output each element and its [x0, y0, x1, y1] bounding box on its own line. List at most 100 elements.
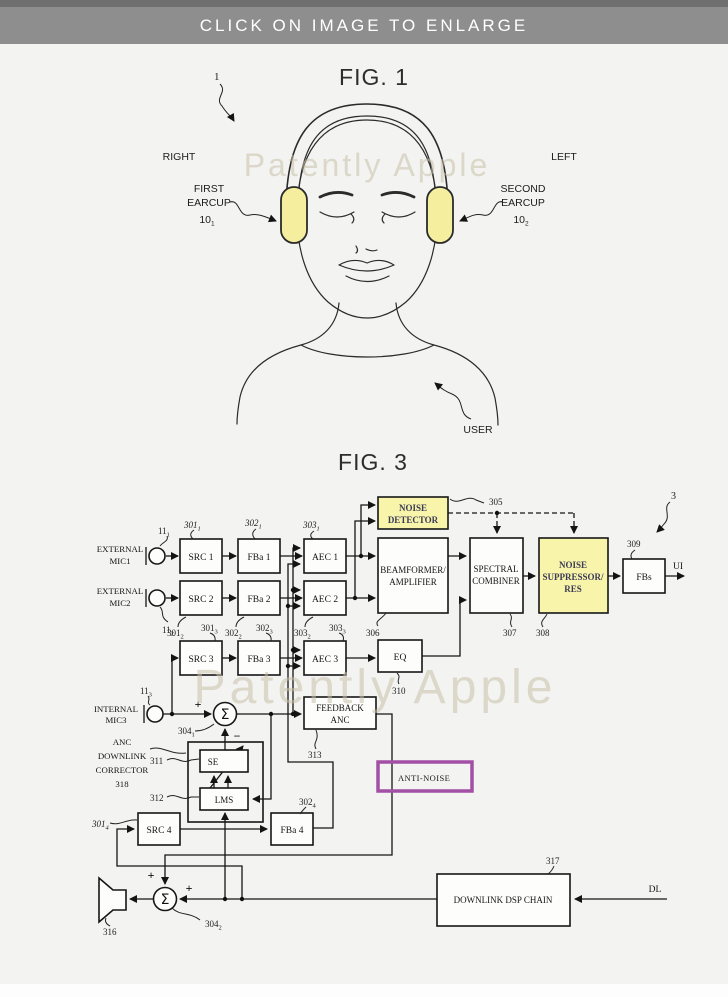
ref-11-1: 111 — [158, 526, 170, 539]
ref-301-4: 3014 — [91, 819, 110, 832]
svg-text:FBa 4: FBa 4 — [281, 826, 304, 836]
block-lms: LMS — [199, 787, 249, 811]
right-shoulder — [395, 302, 499, 426]
ref-313: 313 — [308, 750, 322, 760]
svg-text:CORRECTOR: CORRECTOR — [96, 765, 149, 775]
fig1-title: FIG. 1 — [339, 64, 409, 90]
ref-303-3: 3033 — [329, 623, 346, 636]
ref-307: 307 — [503, 628, 517, 638]
ref-305: 305 — [489, 497, 503, 507]
block-se: SE — [199, 749, 249, 773]
svg-text:AEC 1: AEC 1 — [312, 553, 338, 563]
svg-text:DOWNLINK DSP CHAIN: DOWNLINK DSP CHAIN — [454, 895, 553, 905]
left-eyebrow — [318, 191, 354, 199]
svg-text:INTERNAL: INTERNAL — [94, 704, 138, 714]
fig3-watermark: Patently Apple — [194, 661, 557, 714]
ref-302-1: 3021 — [244, 518, 262, 531]
first-earcup-shape — [280, 186, 308, 244]
block-beamformer: BEAMFORMER/ AMPLIFIER — [377, 537, 449, 614]
svg-text:Σ: Σ — [161, 892, 170, 908]
block-src4: SRC 4 — [137, 812, 181, 846]
label-dl: DL — [649, 885, 662, 895]
svg-text:EXTERNAL: EXTERNAL — [97, 544, 143, 554]
speaker-icon — [98, 876, 127, 924]
second-earcup-label: SECOND EARCUP 102 — [459, 183, 546, 228]
user-leader — [434, 382, 472, 420]
svg-text:ANTI-NOISE: ANTI-NOISE — [398, 773, 450, 783]
svg-text:DOWNLINK: DOWNLINK — [98, 751, 147, 761]
label-external-mic2: EXTERNAL MIC2 — [97, 586, 143, 608]
svg-text:SE: SE — [208, 757, 219, 767]
second-earcup-shape — [426, 186, 454, 244]
svg-text:EQ: EQ — [394, 653, 407, 663]
mic3-icon — [143, 705, 164, 723]
fig1-ref-1-arrow — [218, 83, 235, 122]
ref-10-2: 102 — [513, 214, 529, 228]
ref-304-1: 3041 — [178, 726, 195, 739]
block-aec2: AEC 2 — [303, 580, 347, 616]
ref-302-4: 3024 — [299, 797, 317, 810]
svg-text:MIC2: MIC2 — [109, 598, 130, 608]
ref-309: 309 — [627, 539, 641, 549]
lips — [338, 259, 395, 283]
ref-310: 310 — [392, 686, 406, 696]
label-right: RIGHT — [163, 151, 196, 163]
block-src1: SRC 1 — [179, 538, 223, 574]
sum-node-304-2: Σ + + — [148, 868, 193, 912]
svg-text:RES: RES — [564, 584, 582, 594]
fig3-group: FIG. 3 — [91, 449, 685, 937]
block-fba4: FBa 4 — [270, 812, 314, 846]
block-noise-detector: NOISE DETECTOR — [377, 496, 449, 530]
user-head-drawing — [236, 103, 499, 426]
svg-text:FBs: FBs — [636, 573, 652, 583]
label-corrector: ANC DOWNLINK CORRECTOR 318 — [96, 737, 187, 789]
left-shoulder — [236, 302, 340, 425]
ref-301-3: 3013 — [201, 623, 218, 636]
block-fba2: FBa 2 — [237, 580, 281, 616]
ref-11-2: 112 — [162, 625, 174, 638]
block-spectral-combiner: SPECTRAL COMBINER — [469, 537, 524, 614]
left-eye-flick — [350, 213, 355, 224]
svg-text:FBa 3: FBa 3 — [248, 655, 271, 665]
label-left: LEFT — [551, 151, 577, 163]
ref-303-2: 3032 — [294, 628, 311, 641]
ref-306: 306 — [366, 628, 380, 638]
block-aec1: AEC 1 — [303, 538, 347, 574]
label-internal-mic3: INTERNAL MIC3 — [94, 704, 138, 725]
svg-text:SRC 1: SRC 1 — [188, 553, 213, 563]
sum-node-304-1: Σ + − — [195, 697, 241, 743]
anti-noise-callout: ANTI-NOISE — [376, 760, 474, 793]
svg-text:ANC: ANC — [113, 737, 132, 747]
block-downlink-dsp-chain: DOWNLINK DSP CHAIN — [436, 873, 571, 927]
mic2-icon — [145, 589, 166, 607]
ref-316: 316 — [103, 927, 117, 937]
block-src3: SRC 3 — [179, 640, 223, 676]
plus-sign: + — [186, 881, 193, 895]
svg-text:ANC: ANC — [330, 715, 349, 725]
enlarge-banner: CLICK ON IMAGE TO ENLARGE — [0, 0, 728, 44]
ref-302-3: 3023 — [256, 623, 273, 636]
svg-text:FIRST: FIRST — [194, 183, 225, 195]
svg-text:NOISE: NOISE — [559, 560, 587, 570]
headband-inner — [297, 115, 437, 213]
fig3-reference-numerals: 111 112 113 3011 3021 3031 3012 3013 302… — [91, 491, 676, 937]
ref-3-arrow — [656, 501, 671, 533]
block-anc-downlink-corrector: SE LMS — [187, 741, 264, 823]
svg-text:EARCUP: EARCUP — [501, 197, 545, 209]
svg-text:FBa 1: FBa 1 — [248, 553, 271, 563]
svg-text:318: 318 — [115, 779, 129, 789]
block-src2: SRC 2 — [179, 580, 223, 616]
chest-line — [300, 344, 435, 358]
fig1-group: FIG. 1 — [163, 64, 578, 436]
svg-text:MIC1: MIC1 — [109, 556, 130, 566]
ref-317: 317 — [546, 856, 560, 866]
svg-text:SUPPRESSOR/: SUPPRESSOR/ — [542, 572, 604, 582]
ref-301-1: 3011 — [183, 520, 201, 533]
left-eye — [319, 211, 355, 218]
svg-text:SPECTRAL: SPECTRAL — [473, 564, 518, 574]
right-eye-flick — [381, 213, 386, 224]
block-feedback-anc: FEEDBACK ANC — [303, 696, 377, 730]
ref-304-2: 3042 — [205, 919, 222, 932]
